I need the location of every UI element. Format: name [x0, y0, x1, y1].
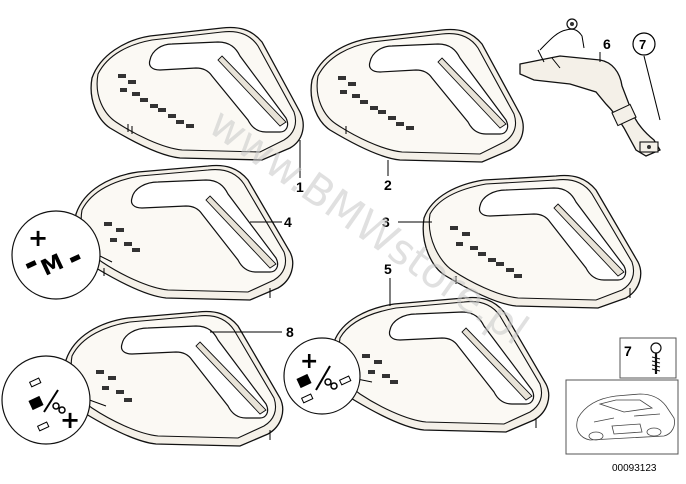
- callout-7-circled: 7: [632, 32, 656, 56]
- callout-1: 1: [296, 179, 304, 195]
- shift-cover-3[interactable]: [422, 174, 642, 309]
- plus-symbol-8: +: [60, 406, 80, 434]
- cable-bracket-6[interactable]: [519, 18, 661, 157]
- callout-8: 8: [286, 324, 294, 340]
- screw-icon: [650, 342, 662, 354]
- shift-cover-5[interactable]: [332, 296, 550, 433]
- zoom-detail-8: +: [1, 355, 107, 445]
- callout-3: 3: [382, 214, 390, 230]
- callout-4: 4: [284, 214, 292, 230]
- callout-6: 6: [603, 36, 611, 52]
- callout-5: 5: [384, 261, 392, 277]
- callout-2: 2: [384, 177, 392, 193]
- vehicle-thumbnail: [565, 379, 679, 455]
- screw-detail-box[interactable]: 7: [619, 337, 677, 379]
- zoom-detail-4: + M: [11, 210, 113, 300]
- zoom-detail-5: +: [283, 337, 373, 415]
- plus-symbol-5: +: [300, 349, 318, 374]
- shift-cover-2[interactable]: [310, 28, 524, 170]
- shift-cover-4[interactable]: [74, 164, 294, 301]
- leader-lines: [210, 52, 661, 333]
- shift-cover-1[interactable]: [90, 26, 304, 161]
- svg-text:7: 7: [639, 37, 646, 52]
- plus-symbol: +: [28, 224, 48, 252]
- part-number-label: 00093123: [612, 463, 657, 474]
- shift-cover-8[interactable]: [64, 310, 284, 447]
- callout-7-screw: 7: [624, 343, 632, 359]
